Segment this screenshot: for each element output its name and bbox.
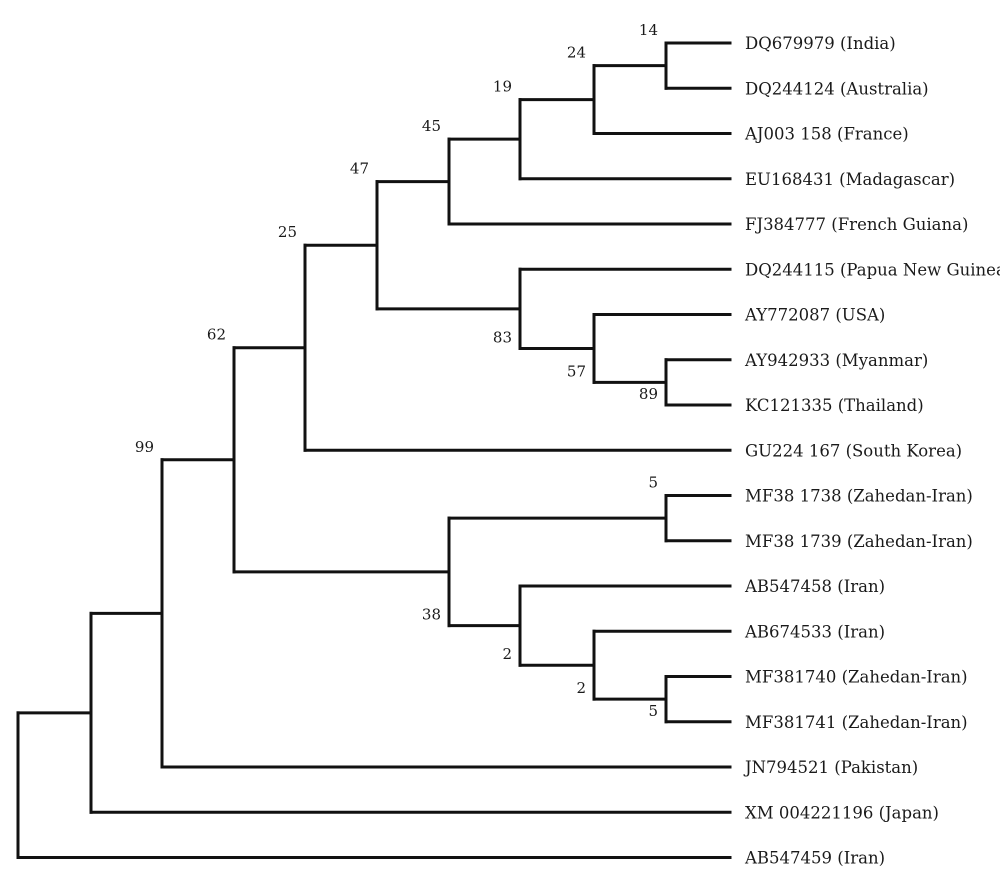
support-value-n99: 99	[135, 438, 154, 456]
support-values: 14 24 19 45 89 57 83 47 25 5 5 2 2 38 62 99	[135, 21, 658, 720]
leaf-label-MF381741: MF381741 (Zahedan-Iran)	[745, 713, 968, 732]
support-value-n2a: 2	[502, 645, 512, 663]
leaf-label-DQ244115: DQ244115 (Papua New Guinea)	[745, 260, 1000, 279]
leaf-label-FJ384777: FJ384777 (French Guiana)	[745, 215, 968, 234]
support-value-n38: 38	[422, 606, 441, 624]
leaf-label-DQ244124: DQ244124 (Australia)	[745, 79, 929, 98]
leaf-label-EU168431: EU168431 (Madagascar)	[745, 170, 955, 189]
leaf-label-AY772087: AY772087 (USA)	[744, 306, 885, 325]
leaf-label-MF381739: MF38 1739 (Zahedan-Iran)	[745, 532, 973, 551]
leaf-label-AB547459: AB547459 (Iran)	[744, 849, 885, 868]
support-value-n62: 62	[207, 326, 226, 344]
support-value-n47: 47	[350, 160, 369, 178]
support-value-n25: 25	[278, 223, 297, 241]
leaf-label-KC121335: KC121335 (Thailand)	[745, 396, 924, 415]
leaf-label-AY942933: AY942933 (Myanmar)	[744, 351, 928, 370]
support-value-n14: 14	[639, 21, 658, 39]
support-value-n24: 24	[567, 44, 586, 62]
leaf-label-AB547458: AB547458 (Iran)	[744, 577, 885, 596]
leaf-label-AJ003158: AJ003 158 (France)	[744, 125, 909, 144]
support-value-n89: 89	[639, 385, 658, 403]
support-value-n83: 83	[493, 328, 512, 346]
tree-branches	[16, 41, 732, 859]
leaf-label-MF381740: MF381740 (Zahedan-Iran)	[745, 668, 968, 687]
support-value-n2b: 2	[576, 679, 586, 697]
support-value-n5a: 5	[648, 474, 658, 492]
support-value-n5b: 5	[648, 702, 658, 720]
leaf-label-JN794521: JN794521 (Pakistan)	[743, 758, 918, 777]
support-value-n57: 57	[567, 362, 586, 380]
support-value-n19: 19	[493, 78, 512, 96]
leaf-label-DQ679979: DQ679979 (India)	[745, 34, 896, 53]
leaf-label-GU224167: GU224 167 (South Korea)	[745, 441, 962, 460]
leaf-label-MF381738: MF38 1738 (Zahedan-Iran)	[745, 487, 973, 506]
support-value-n45: 45	[422, 117, 441, 135]
leaf-label-AB674533: AB674533 (Iran)	[744, 622, 885, 641]
leaf-labels: DQ679979 (India) DQ244124 (Australia) AJ00…	[743, 34, 1000, 868]
leaf-label-XM004221196: XM 004221196 (Japan)	[745, 803, 939, 822]
